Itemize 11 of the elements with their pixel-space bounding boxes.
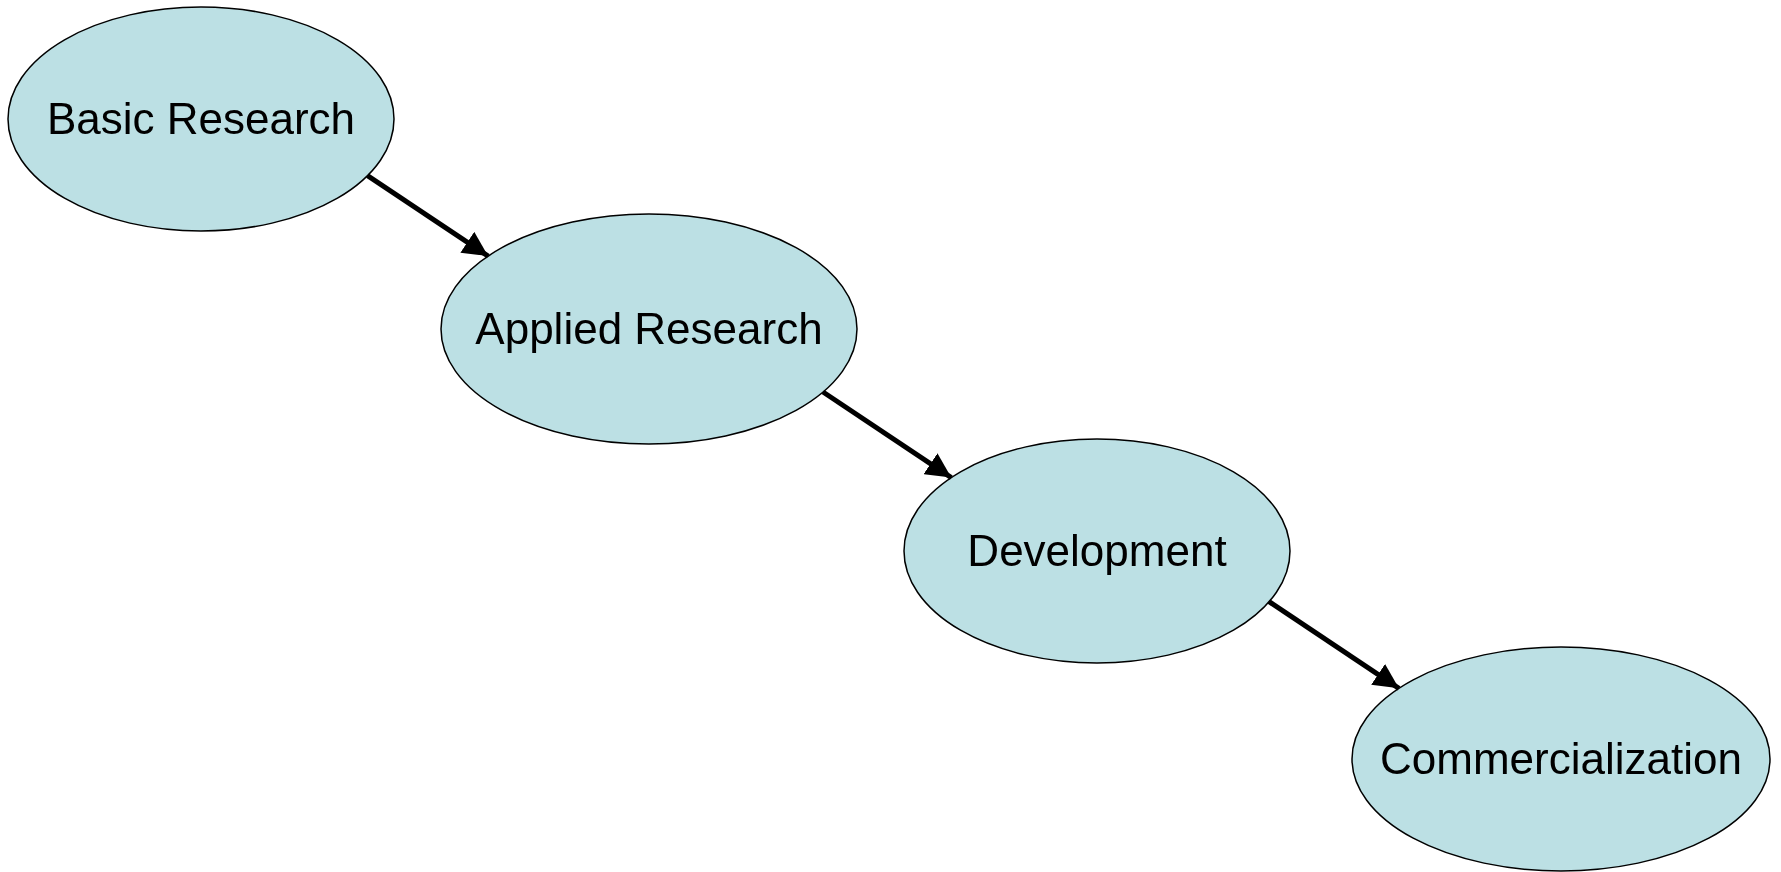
ellipse-node [903, 438, 1291, 664]
arrow [821, 389, 953, 480]
node-label: Basic Research [46, 97, 356, 141]
node-label: Commercialization [1380, 737, 1742, 781]
ellipse-node [440, 213, 858, 445]
node-label: Applied Research [475, 307, 823, 351]
ellipse-node [1351, 646, 1771, 872]
ellipse-node [7, 6, 395, 232]
arrow [1267, 599, 1401, 691]
arrow [366, 173, 490, 259]
node-label: Development [967, 529, 1227, 573]
